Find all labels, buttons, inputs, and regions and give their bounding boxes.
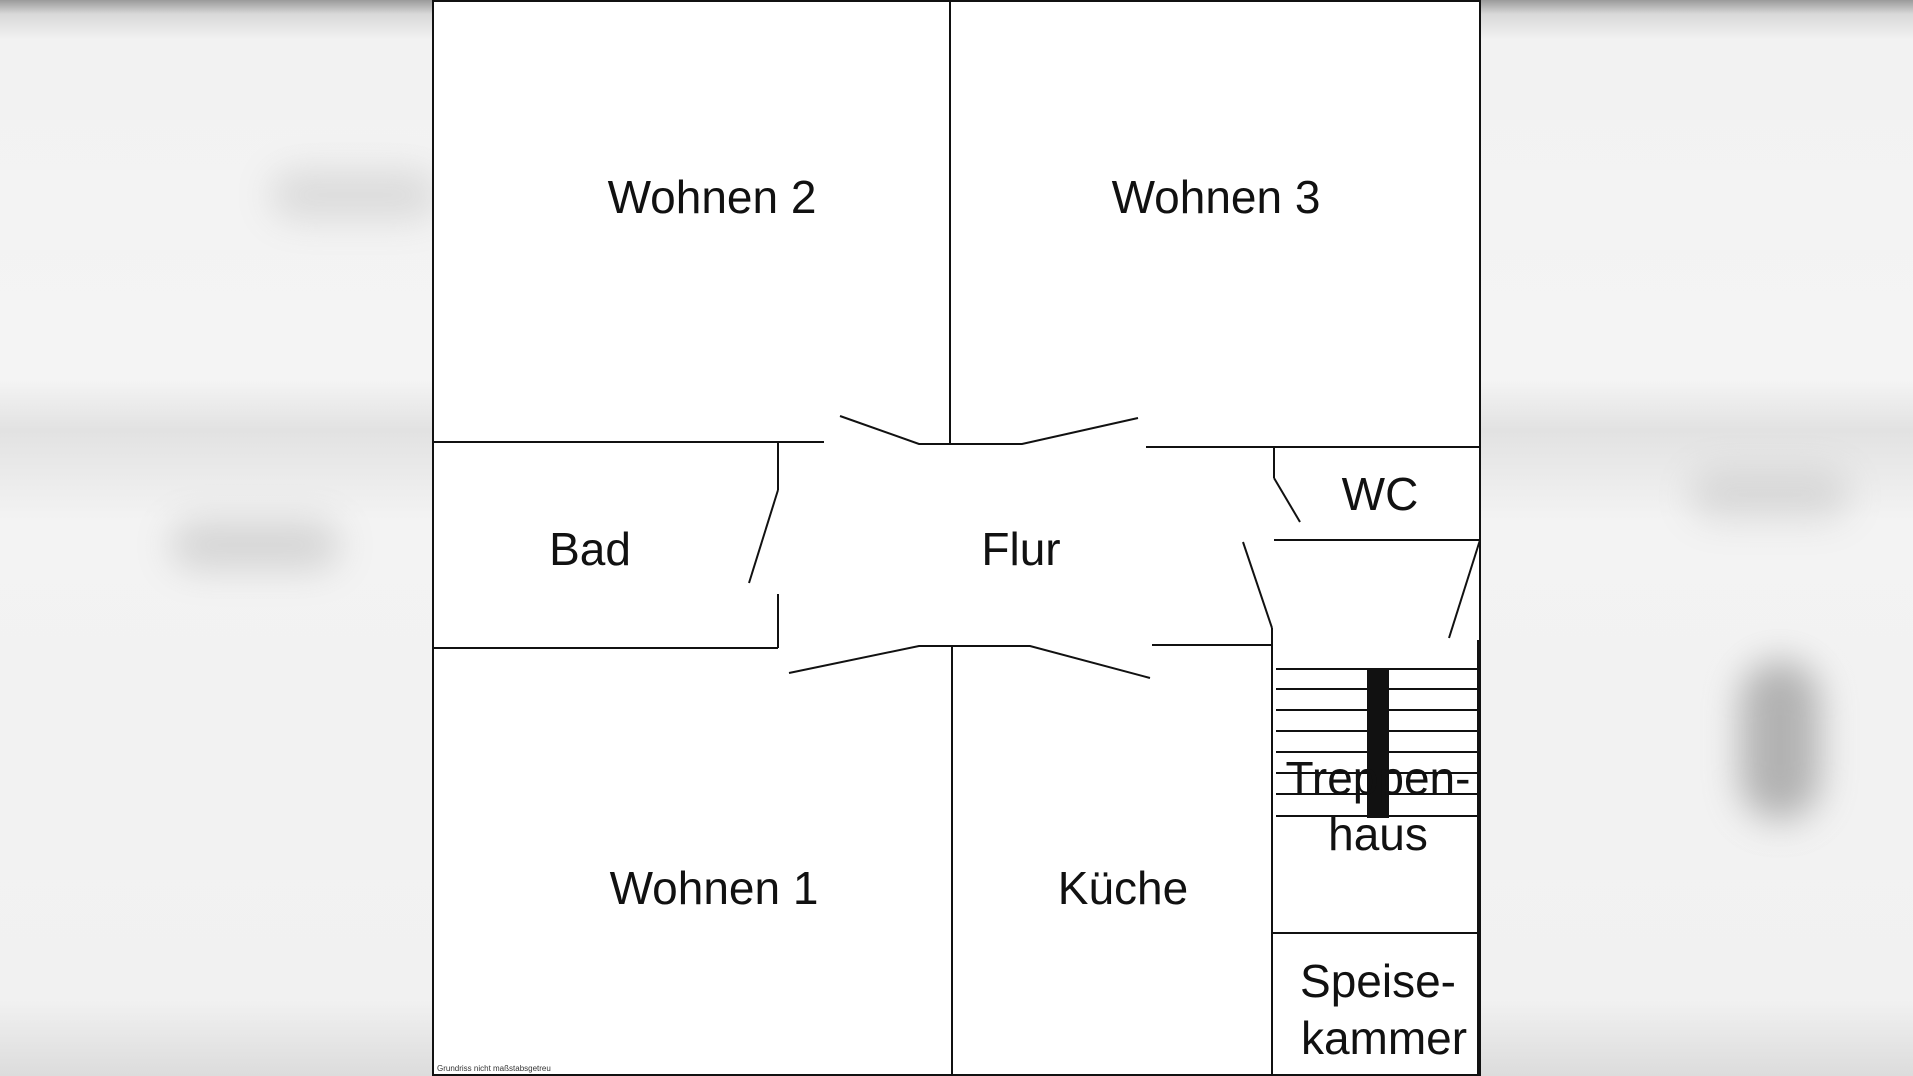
door-bad — [748, 489, 779, 584]
blurred-shape — [270, 170, 440, 220]
watermark-logo: ohne-makler — [798, 487, 1142, 597]
stair-handrail — [1367, 668, 1389, 818]
door-wc — [1273, 477, 1301, 523]
label-wohnen-3: Wohnen 3 — [1112, 171, 1321, 223]
label-flur: Flur — [981, 523, 1060, 575]
house-icon — [857, 498, 941, 532]
label-treppenhaus-1: Treppen- — [1286, 752, 1471, 804]
blurred-shape — [170, 520, 340, 570]
label-wohnen-1: Wohnen 1 — [610, 862, 819, 914]
label-speisekammer-1: Speise- — [1300, 955, 1456, 1007]
scale-disclaimer: Grundriss nicht maßstabsgetreu — [437, 1064, 551, 1073]
house-icon — [891, 524, 896, 540]
cloud-icon — [961, 490, 1030, 530]
door-treppe-right — [1448, 539, 1481, 639]
label-wc: WC — [1342, 468, 1419, 520]
plan-paper — [433, 0, 1480, 1076]
watermark-text: ohne-makler — [798, 534, 1142, 597]
label-treppenhaus-2: haus — [1328, 808, 1428, 860]
door-lower — [788, 645, 1151, 679]
blurred-shape — [1690, 470, 1850, 520]
label-kueche: Küche — [1058, 862, 1188, 914]
label-wohnen-2: Wohnen 2 — [608, 171, 817, 223]
door-upper — [839, 415, 1139, 445]
house-icon — [836, 487, 957, 542]
label-bad: Bad — [549, 523, 631, 575]
stairs — [1276, 668, 1480, 818]
label-speisekammer-2: kammer — [1301, 1012, 1467, 1064]
house-icon — [900, 524, 905, 540]
outer-wall — [432, 0, 1481, 1076]
blurred-shape — [1740, 660, 1820, 820]
door-treppe-left — [1242, 541, 1273, 629]
